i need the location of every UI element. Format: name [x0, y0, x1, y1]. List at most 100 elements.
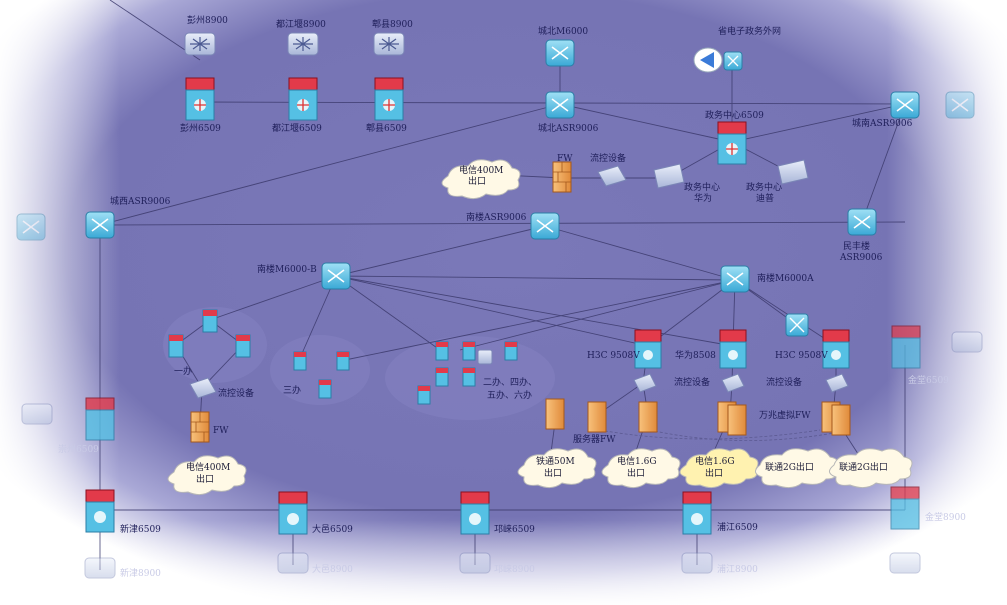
label-chengxiASR9006: 城西ASR9006	[110, 196, 171, 207]
core-jintang6509	[890, 486, 920, 530]
switch-erban-e	[462, 367, 476, 387]
switch-dujiangyan8900	[287, 32, 319, 56]
label-h3c9508-right: H3C 9508V	[775, 351, 828, 361]
core-dujiangyan6509	[288, 77, 318, 121]
label-dayi6509: 大邑6509	[312, 523, 353, 535]
label-fw-top: FW	[557, 154, 573, 164]
label-flow-ctrl-mid: 流控设备	[674, 376, 710, 388]
router-nanlouM6000A	[720, 265, 750, 293]
label-jintang8900: 金堂8900	[925, 511, 966, 523]
cloud-unicom2g-b	[829, 448, 913, 489]
router-chengxiASR9006	[85, 211, 115, 239]
router-nanlouASR9006	[530, 212, 560, 240]
flow-control-top	[597, 165, 627, 187]
core-faded-right	[891, 325, 921, 369]
router-province-gov	[723, 51, 743, 71]
switch-erban-c	[504, 341, 518, 361]
switch-sanban-c	[318, 379, 332, 399]
switch-yiban-top	[202, 309, 218, 333]
switch-erban-b	[462, 341, 476, 361]
label-huawei-2: 华为	[694, 192, 712, 204]
label-pujiang8900: 浦江8900	[717, 563, 758, 575]
label-flow-ctrl-left: 流控设备	[218, 387, 254, 399]
flow-control-right	[825, 373, 849, 393]
label-pixian6509: 郫县6509	[366, 122, 407, 134]
label-minfeng-2: ASR9006	[839, 253, 883, 263]
label-dptech-2: 迪普	[756, 192, 774, 204]
label-pujiang6509: 浦江6509	[717, 521, 758, 533]
core-xinjin6509	[85, 489, 115, 533]
flow-control-left	[189, 377, 217, 399]
switch-pengzhou8900	[184, 32, 216, 56]
cloud-province-gov	[693, 47, 723, 73]
cloud-telecom400-top	[441, 159, 521, 200]
switch-pixian8900	[373, 32, 405, 56]
labels: 彭州8900 都江堰8900 郫县8900 城北M6000 省电子政务外网 彭州…	[58, 14, 966, 579]
router-erban-small	[477, 349, 493, 365]
switch-yiban-left	[168, 334, 184, 358]
label-dujiangyan6509: 都江堰6509	[272, 123, 322, 134]
switch-erban-f	[417, 385, 431, 405]
device-huawei-center	[653, 163, 685, 189]
firewall-service-b	[587, 401, 607, 433]
label-chengbeiM6000: 城北M6000	[538, 26, 588, 37]
label-minfeng-1: 民丰楼	[843, 240, 870, 252]
label-telecom400-top-1: 电信400M	[459, 164, 503, 176]
label-jintang6509: 金堂6509	[908, 374, 949, 386]
core-pengzhou6509	[185, 77, 215, 121]
label-telecom16a-1: 电信1.6G	[617, 455, 657, 467]
label-chengnanASR9006: 城南ASR9006	[852, 117, 913, 129]
label-xinjin6509: 新津6509	[120, 523, 161, 535]
firewall-left	[190, 411, 210, 443]
core-zhengwu6509	[717, 121, 747, 165]
cloud-telecom16a	[601, 448, 681, 489]
core-qionglai6509	[460, 491, 490, 535]
label-flow-ctrl-top: 流控设备	[590, 152, 626, 164]
core-dayi6509	[278, 491, 308, 535]
router-faded-left	[16, 213, 46, 241]
router-chengbeiM6000	[545, 39, 575, 67]
label-fw-left: FW	[213, 426, 229, 436]
firewall-top	[552, 161, 572, 193]
label-nanlouASR9006: 南楼ASR9006	[466, 211, 527, 223]
core-h3c9508-right	[822, 329, 850, 369]
switch-yiban-right	[235, 334, 251, 358]
switch-erban-d	[435, 367, 449, 387]
label-chongzhou6509: 崇州6509	[58, 444, 99, 455]
label-telecom400-top-2: 出口	[468, 175, 486, 187]
cloud-telecom400-left	[167, 455, 247, 496]
label-pengzhou6509: 彭州6509	[180, 122, 221, 134]
router-chengbeiASR9006	[545, 91, 575, 119]
flow-control-mid	[721, 373, 745, 393]
label-sanban: 三办	[283, 384, 301, 396]
label-h3c9508-left: H3C 9508V	[587, 351, 640, 361]
firewall-service-c	[638, 401, 658, 433]
label-flow-ctrl-right: 流控设备	[766, 376, 802, 388]
label-zhengwu6509: 政务中心6509	[705, 109, 764, 121]
router-nanlouM6000B	[321, 262, 351, 290]
router-right-small	[785, 313, 809, 337]
device-dptech-center	[777, 159, 809, 185]
firewall-wanzhao-a	[717, 401, 747, 436]
router-minfengASR9006	[847, 208, 877, 236]
label-other-ban-1: 二办、四办、	[483, 376, 537, 388]
label-province-gov: 省电子政务外网	[718, 25, 781, 37]
label-nanlouM6000B: 南楼M6000-B	[257, 263, 317, 275]
cloud-telecom16b	[679, 448, 759, 489]
label-telecom400-left-2: 出口	[196, 473, 214, 485]
firewall-service-a	[545, 398, 565, 430]
label-dujiangyan8900: 都江堰8900	[276, 19, 326, 30]
switch-faded-bottom	[21, 331, 983, 579]
switch-sanban-b	[336, 351, 350, 371]
core-pujiang6509	[682, 491, 712, 535]
label-nanlouM6000A: 南楼M6000A	[757, 272, 814, 284]
label-xinjin8900: 新津8900	[120, 567, 161, 579]
label-wanzhao-fw: 万兆虚拟FW	[759, 409, 811, 421]
label-tietong50-2: 出口	[544, 467, 562, 479]
label-chengbeiASR9006: 城北ASR9006	[538, 123, 599, 134]
label-telecom16b-1: 电信1.6G	[695, 455, 735, 467]
label-qionglai8900: 邛崃8900	[494, 563, 535, 575]
label-yiban: 一办	[174, 365, 192, 377]
flow-control-9508-left	[633, 373, 657, 393]
